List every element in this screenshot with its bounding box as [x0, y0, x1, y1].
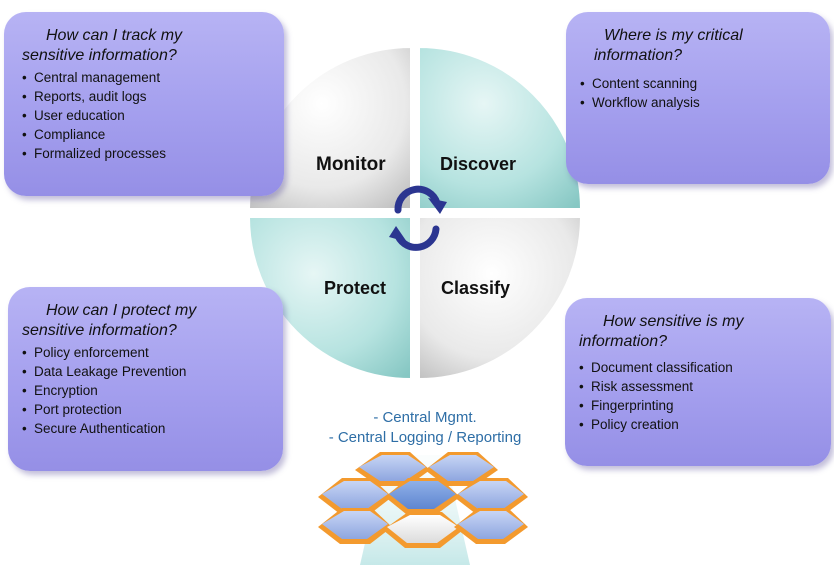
classify-label: Classify — [441, 278, 510, 298]
track-question-line2: sensitive information? — [22, 47, 177, 64]
protect-question: How can I protect my sensitive informati… — [22, 301, 271, 341]
list-item: Encryption — [22, 381, 271, 400]
list-item: Formalized processes — [22, 144, 268, 163]
sensitive-question-line2: information? — [579, 333, 668, 350]
list-item: Central management — [22, 68, 268, 87]
list-item: Reports, audit logs — [22, 87, 268, 106]
track-question-line1: How can I track my — [46, 27, 183, 44]
track-question: How can I track my sensitive information… — [22, 26, 268, 66]
list-item: Secure Authentication — [22, 419, 271, 438]
critical-list: Content scanning Workflow analysis — [580, 74, 818, 112]
list-item: Policy creation — [579, 415, 819, 434]
track-list: Central management Reports, audit logs U… — [22, 68, 268, 163]
quadrant-classify — [418, 216, 583, 381]
hexagon-platform — [318, 452, 528, 548]
critical-question-line1: Where is my critical — [604, 27, 743, 44]
list-item: Data Leakage Prevention — [22, 362, 271, 381]
quadrant-discover — [418, 45, 583, 210]
critical-question-line2: information? — [594, 47, 683, 64]
list-item: Risk assessment — [579, 377, 819, 396]
sensitive-list: Document classification Risk assessment … — [579, 358, 819, 434]
protect-info-box: How can I protect my sensitive informati… — [8, 287, 283, 471]
arrow-head-top-icon — [428, 198, 447, 214]
central-mgmt-line2: - Central Logging / Reporting — [328, 429, 522, 446]
list-item: Document classification — [579, 358, 819, 377]
list-item: Policy enforcement — [22, 343, 271, 362]
protect-list: Policy enforcement Data Leakage Preventi… — [22, 343, 271, 438]
list-item: Fingerprinting — [579, 396, 819, 415]
list-item: Content scanning — [580, 74, 818, 93]
sensitive-question: How sensitive is my information? — [579, 312, 819, 352]
protect-label: Protect — [324, 278, 386, 298]
sensitivity-info-box: How sensitive is my information? Documen… — [565, 298, 831, 466]
list-item: Port protection — [22, 400, 271, 419]
critical-question: Where is my critical information? — [580, 26, 818, 66]
list-item: Compliance — [22, 125, 268, 144]
cycle-wheel — [247, 45, 583, 381]
list-item: Workflow analysis — [580, 93, 818, 112]
arrow-head-bottom-icon — [389, 226, 407, 242]
protect-question-line1: How can I protect my — [46, 302, 197, 319]
monitor-label: Monitor — [316, 154, 386, 175]
protect-question-line2: sensitive information? — [22, 322, 177, 339]
critical-info-box: Where is my critical information? Conten… — [566, 12, 830, 184]
quadrant-protect — [247, 216, 412, 381]
central-mgmt-text: - Central Mgmt. - Central Logging / Repo… — [280, 408, 570, 448]
list-item: User education — [22, 106, 268, 125]
sensitive-question-line1: How sensitive is my — [603, 313, 744, 330]
cycle-arrows-icon — [394, 185, 441, 251]
central-mgmt-line1: - Central Mgmt. — [373, 409, 477, 426]
track-info-box: How can I track my sensitive information… — [4, 12, 284, 196]
discover-label: Discover — [440, 154, 516, 174]
